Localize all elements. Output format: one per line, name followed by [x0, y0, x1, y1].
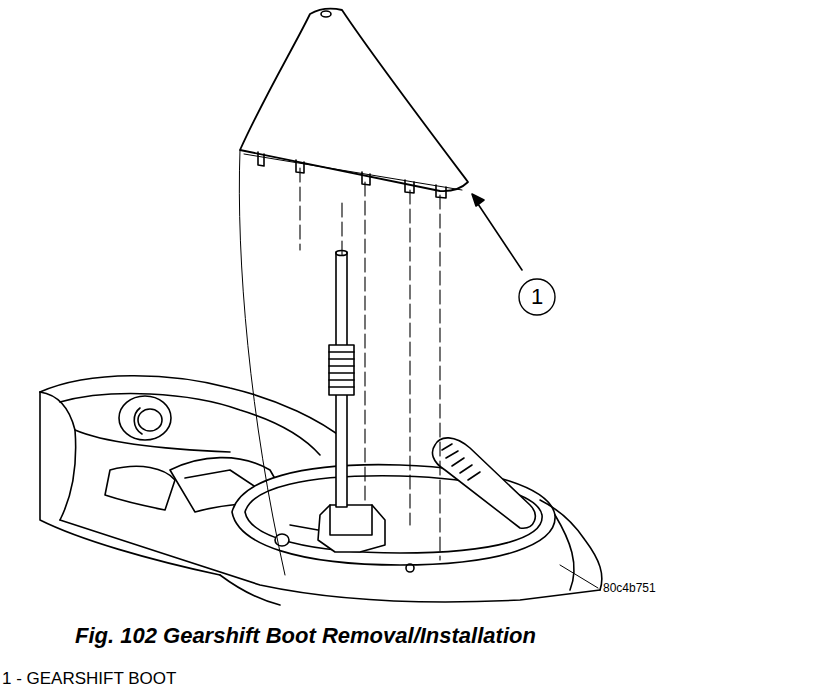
figure-id: 80c4b751	[603, 581, 656, 595]
figure-caption: Fig. 102 Gearshift Boot Removal/Installa…	[75, 623, 536, 649]
part-legend: 1 - GEARSHIFT BOOT	[2, 669, 176, 689]
callout-number: 1	[531, 285, 543, 309]
